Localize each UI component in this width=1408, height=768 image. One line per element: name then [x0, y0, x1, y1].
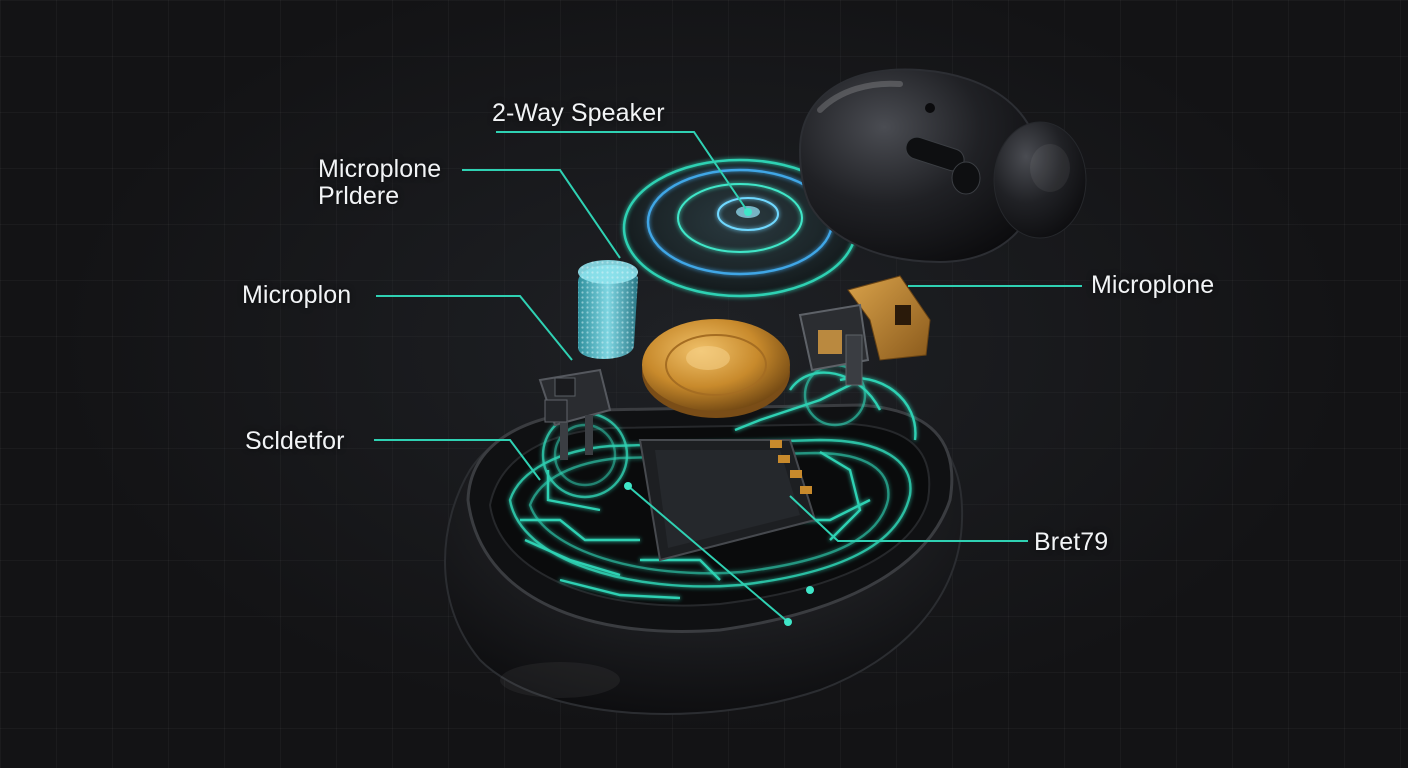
- leader-sensor: [374, 439, 541, 481]
- speaker-disc: [622, 158, 858, 298]
- leader-mic-top: [462, 169, 621, 259]
- leader-led: [627, 485, 789, 623]
- status-led: [806, 586, 814, 594]
- leader-dots: [624, 208, 792, 626]
- label-2-way-speaker: 2-Way Speaker: [492, 99, 665, 127]
- earbud-shell: [798, 68, 1087, 264]
- gold-driver: [642, 319, 790, 418]
- microphone-module: [538, 368, 612, 460]
- mesh-microphone-capsule: [578, 260, 638, 359]
- label-microphone-right: Microplone: [1091, 271, 1215, 299]
- leader-battery: [789, 495, 1028, 542]
- leader-speaker: [496, 131, 749, 213]
- label-battery: Bret79: [1034, 528, 1109, 556]
- right-microphone-module: [798, 275, 931, 386]
- label-microphone-top: Microplone Prldere: [318, 155, 442, 210]
- leader-mic-left: [376, 295, 573, 361]
- label-microphone-left: Microplon: [242, 281, 352, 309]
- label-sensor: Scldetfor: [245, 427, 345, 455]
- leader-lines: [374, 131, 1082, 623]
